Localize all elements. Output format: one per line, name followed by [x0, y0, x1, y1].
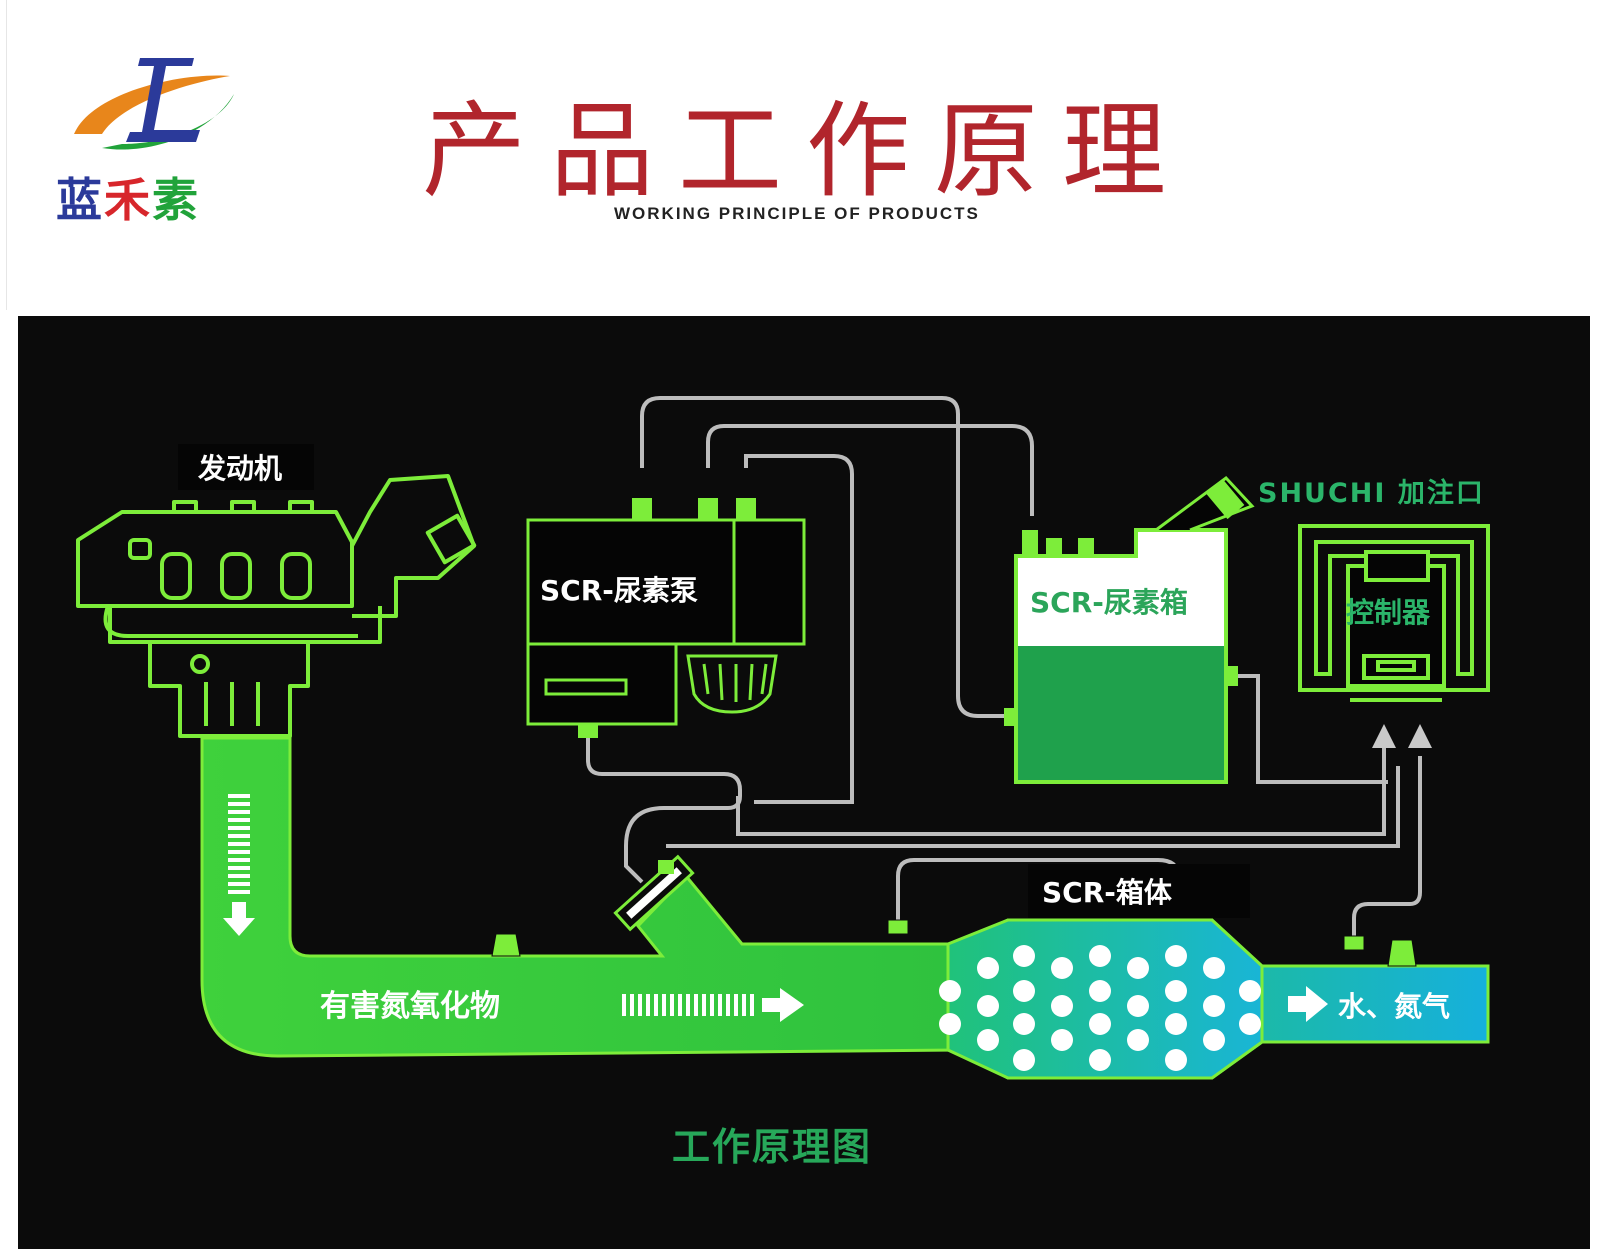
nox-sensor-icon — [1387, 939, 1417, 967]
valve-cap-icon — [230, 500, 256, 514]
cylinder-icon — [128, 538, 152, 560]
tank-port-icon — [1022, 530, 1038, 556]
engine-label: 发动机 — [197, 452, 282, 485]
engine — [76, 474, 477, 738]
arrow-up-icon — [1372, 724, 1396, 748]
cylinder-icon — [220, 552, 252, 600]
tank-port-icon — [1004, 708, 1016, 726]
header: 蓝禾素 产品工作原理 WORKING PRINCIPLE OF PRODUCTS — [0, 0, 1600, 310]
tank-port-icon — [1078, 538, 1094, 556]
catalyst-label: SCR-箱体 — [1042, 876, 1173, 909]
pump-return-line — [744, 454, 854, 804]
catalyst-label-plate — [1028, 864, 1250, 918]
temp-sensor-icon — [1343, 935, 1365, 951]
cylinder-icon — [160, 552, 192, 600]
brand-name: 蓝禾素 — [56, 164, 200, 230]
nox-sensor-icon — [491, 933, 521, 957]
tank-return-line — [640, 396, 1034, 516]
brand-name-char: 蓝 — [56, 173, 104, 227]
pipe-sensors — [491, 919, 1417, 967]
diagram-panel: 发动机 SCR-尿素泵 SCR-尿素箱 SHUCHI 加注口 控制器 SCR-箱… — [18, 316, 1590, 1249]
page-subtitle: WORKING PRINCIPLE OF PRODUCTS — [614, 204, 980, 223]
engine-block — [76, 510, 354, 608]
exhaust-label: 有害氮氧化物 — [320, 989, 500, 1024]
header-divider — [6, 0, 7, 310]
engine-base — [108, 606, 382, 644]
injector-signal-line — [666, 766, 1400, 848]
controller-display-icon — [1376, 660, 1416, 672]
mount-bolts — [204, 682, 260, 726]
brand-logo: 蓝禾素 — [52, 52, 252, 242]
intake-manifold — [350, 474, 476, 618]
brand-swoosh-icon — [74, 58, 234, 150]
brand-name-char: 禾 — [104, 173, 152, 227]
pump-signal-line — [736, 746, 1386, 836]
pump-port-icon — [736, 498, 756, 520]
oil-line — [103, 605, 358, 638]
valve-cap-icon — [288, 500, 314, 514]
diagram-caption: 工作原理图 — [672, 1125, 872, 1169]
controller-label: 控制器 — [1346, 596, 1431, 629]
pump-port-icon — [698, 498, 718, 520]
page-title: 产品工作原理 — [422, 90, 1191, 212]
urea-pump — [526, 498, 806, 738]
controller — [1298, 524, 1490, 702]
turbo-icon — [425, 513, 477, 565]
tank-port-icon — [1046, 538, 1062, 556]
pump-label: SCR-尿素泵 — [540, 574, 698, 607]
tank-label: SCR-尿素箱 — [1030, 586, 1188, 619]
arrow-up-icon — [1408, 724, 1432, 748]
output-arrow-icon — [1288, 986, 1328, 1022]
engine-flywheel — [148, 642, 310, 738]
pump-port-icon — [632, 498, 652, 520]
cylinder-icon — [280, 552, 312, 600]
urea-injector — [613, 854, 695, 932]
exhaust-pipe — [200, 736, 1490, 1080]
flow-right-icon — [622, 988, 804, 1022]
pump-display-icon — [544, 678, 628, 696]
valve-cap-icon — [172, 500, 198, 514]
flow-down-icon — [223, 794, 255, 936]
brand-name-char: 素 — [152, 173, 200, 227]
pump-filter-icon — [686, 654, 778, 714]
sensor-icon — [190, 654, 210, 674]
filler-cap-icon — [1205, 478, 1245, 520]
dosing-lines — [586, 396, 1422, 936]
pump-port-icon — [578, 724, 598, 738]
tank-sensor-line — [1236, 674, 1388, 784]
tank-supply-line — [706, 424, 1014, 718]
controller-input-arrows — [1372, 724, 1432, 748]
catalyst-honeycomb — [939, 945, 1261, 1071]
output-label: 水、氮气 — [1338, 990, 1450, 1023]
outlet-sensor-line — [1352, 756, 1422, 936]
temp-sensor-icon — [887, 919, 909, 935]
level-sensor-icon — [1226, 666, 1238, 686]
urea-tank — [1004, 475, 1255, 784]
engine-label-plate — [178, 444, 314, 490]
scr-working-principle-diagram: 发动机 SCR-尿素泵 SCR-尿素箱 SHUCHI 加注口 控制器 SCR-箱… — [76, 396, 1490, 1169]
filler-label: SHUCHI 加注口 — [1258, 477, 1485, 509]
